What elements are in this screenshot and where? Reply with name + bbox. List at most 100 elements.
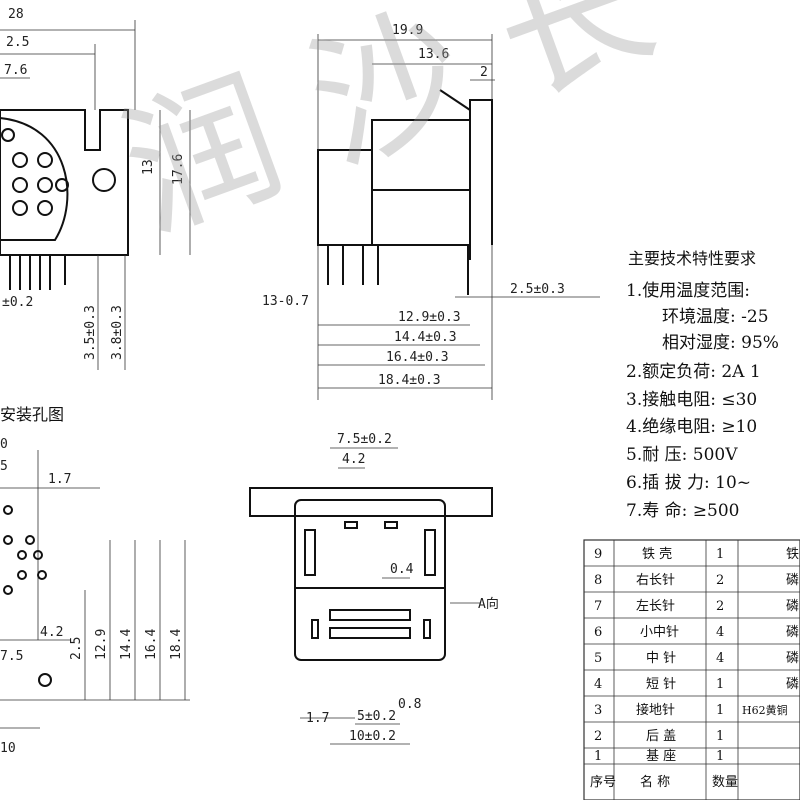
- table-header: 序号 名 称 数量: [590, 774, 738, 790]
- dim-13-0-7: 13-0.7: [262, 294, 309, 309]
- spec-line-6: 4.绝缘电阻: ≥10: [626, 417, 757, 437]
- table-row: 4 短 针 1 磷: [594, 677, 799, 692]
- side-view: 19.9 13.6 2 13-0.7 12.9±0.3 14.4±0.3 16.…: [262, 23, 600, 400]
- dim-3-5: 3.5±0.3: [83, 305, 98, 360]
- dim-7-5: 7.5±0.2: [337, 432, 392, 447]
- dim-mount-18-4: 18.4: [169, 629, 184, 660]
- front-body-outline: [0, 109, 129, 256]
- row-name: 中 针: [646, 651, 676, 666]
- row-qty: 2: [716, 599, 724, 614]
- specifications: 主要技术特性要求 1.使用温度范围: 环境温度: -25 相对湿度: 95% 2…: [626, 249, 779, 521]
- row-no: 3: [594, 703, 602, 718]
- dim-mount-4-2: 4.2: [40, 625, 63, 640]
- mount-holes: [3, 505, 52, 687]
- row-qty: 1: [716, 703, 724, 718]
- dim-5: 5±0.2: [357, 709, 396, 724]
- row-name: 小中针: [640, 625, 679, 640]
- row-no: 9: [594, 547, 602, 562]
- row-name: 铁 壳: [642, 547, 672, 562]
- row-name: 基 座: [646, 749, 676, 764]
- row-name: 短 针: [646, 677, 676, 692]
- table-row: 2 后 盖 1: [594, 729, 724, 744]
- side-lower-block: [371, 189, 471, 246]
- dim-mount-10: 10: [0, 741, 16, 756]
- row-material: 磷: [786, 651, 799, 666]
- header-name: 名 称: [640, 774, 670, 790]
- dim-16-4: 16.4±0.3: [386, 350, 449, 365]
- dim-mount-0: 0: [0, 437, 8, 452]
- spec-line-7: 5.耐 压: 500V: [626, 445, 738, 465]
- mounting-title: 安装孔图: [0, 405, 64, 424]
- dim-mount-1-7: 1.7: [48, 472, 71, 487]
- table-row: 6 小中针 4 磷: [594, 625, 799, 640]
- pin-holes: [1, 128, 69, 216]
- dim-0-4: 0.4: [390, 562, 414, 577]
- front-view: 28 2.5 7.6 13 17.6 ±0.2 3.5±0.3: [0, 7, 191, 370]
- dim-14-4: 14.4±0.3: [394, 330, 457, 345]
- row-material: 磷: [786, 573, 799, 588]
- row-qty: 4: [716, 651, 724, 666]
- dim-4-2: 4.2: [342, 452, 365, 467]
- pins: [9, 255, 66, 290]
- row-material: 磷: [786, 599, 799, 614]
- side-pins: [327, 245, 469, 295]
- dim-3-8: 3.8±0.3: [110, 305, 125, 360]
- bottom-body: [294, 499, 446, 661]
- header-qty: 数量: [712, 775, 738, 790]
- spec-line-2: 环境温度: -25: [662, 307, 769, 327]
- dim-mount-16-4: 16.4: [144, 629, 159, 660]
- bottom-pin-rows: [311, 609, 431, 639]
- spec-line-5: 3.接触电阻: ≤30: [626, 390, 757, 410]
- bottom-flange: [249, 487, 493, 517]
- header-no: 序号: [590, 775, 616, 790]
- row-name: 后 盖: [646, 729, 676, 744]
- row-no: 4: [594, 677, 602, 692]
- table-row: 3 接地针 1 H62黄铜: [594, 702, 788, 718]
- dim-mount-12-9: 12.9: [94, 629, 109, 660]
- spec-line-8: 6.插 拔 力: 10~: [626, 473, 751, 493]
- bottom-view: 7.5±0.2 4.2 0.4 A向 1.7 0.8 5±0.2 10±0.2: [249, 432, 499, 745]
- dim-13-6: 13.6: [418, 47, 449, 62]
- row-qty: 1: [716, 729, 724, 744]
- row-qty: 1: [716, 547, 724, 562]
- row-no: 6: [594, 625, 602, 640]
- row-no: 1: [594, 749, 602, 764]
- table-row: 7 左长针 2 磷: [594, 599, 799, 614]
- din-socket-outline: [0, 117, 69, 241]
- dim-mount-2-5: 2.5: [69, 637, 84, 660]
- spec-line-9: 7.寿 命: ≥500: [626, 501, 739, 521]
- dim-28: 28: [8, 7, 24, 22]
- dim-10: 10±0.2: [349, 729, 396, 744]
- row-qty: 2: [716, 573, 724, 588]
- dim-2-5: 2.5: [6, 35, 29, 50]
- dim-0-8: 0.8: [398, 697, 421, 712]
- row-material: 铁: [786, 547, 799, 562]
- mounting-hole: [92, 168, 116, 192]
- parts-table: 9 铁 壳 1 铁 8 右长针 2 磷 7 左长针 2 磷 6 小中针 4 磷 …: [583, 539, 800, 800]
- dim-18-4: 18.4±0.3: [378, 373, 441, 388]
- row-no: 8: [594, 573, 602, 588]
- row-no: 7: [594, 599, 602, 614]
- dim-12-9: 12.9±0.3: [398, 310, 461, 325]
- arrow-a-label: A向: [478, 596, 499, 612]
- dim-1-7: 1.7: [306, 711, 329, 726]
- row-no: 5: [594, 651, 602, 666]
- dim-2-5-side: 2.5±0.3: [510, 282, 565, 297]
- row-name: 左长针: [636, 599, 675, 614]
- spec-line-1: 1.使用温度范围:: [626, 280, 750, 301]
- dim-2: 2: [480, 65, 488, 80]
- table-row: 1 基 座 1: [594, 749, 724, 764]
- dim-17-6: 17.6: [171, 154, 186, 185]
- dim-7-6: 7.6: [4, 63, 27, 78]
- dim-pm-0-2: ±0.2: [2, 295, 33, 310]
- row-qty: 1: [716, 677, 724, 692]
- row-material: H62黄铜: [742, 703, 788, 717]
- specs-title: 主要技术特性要求: [628, 249, 756, 268]
- row-qty: 4: [716, 625, 724, 640]
- dim-13: 13: [141, 159, 156, 175]
- dim-19-9: 19.9: [392, 23, 423, 38]
- row-no: 2: [594, 729, 602, 744]
- row-material: 磷: [786, 677, 799, 692]
- mounting-view: 安装孔图 0 5 1.7 4.2 7.5 2.5 12.9 14.4 16.4 …: [0, 405, 190, 756]
